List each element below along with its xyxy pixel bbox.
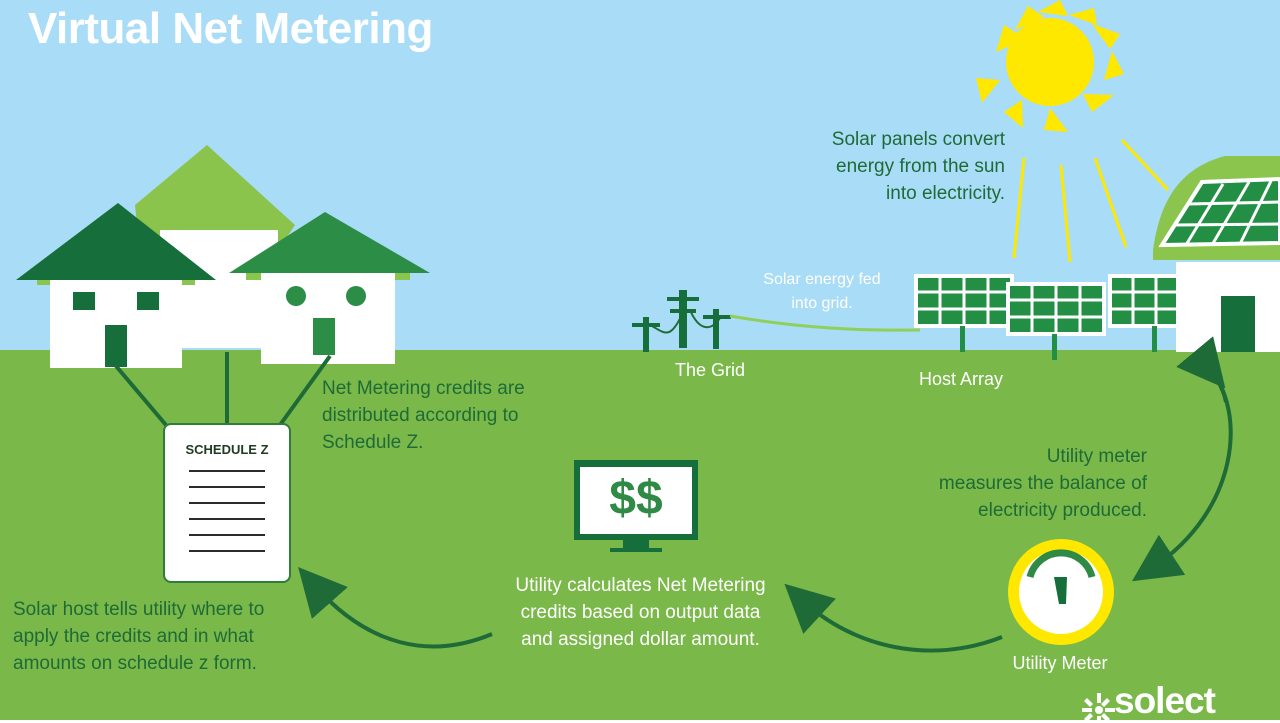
schedule-line <box>189 502 265 504</box>
connection-lines <box>114 352 332 427</box>
schedule-z-document: SCHEDULE Z <box>165 425 289 581</box>
solect-logo-icon <box>1082 693 1115 720</box>
neighbor-houses <box>16 145 430 368</box>
schedule-z-title: SCHEDULE Z <box>185 442 269 457</box>
caption-line: electricity produced. <box>978 500 1147 521</box>
caption-line: Solar panels convert <box>831 129 1005 150</box>
schedule-line <box>189 534 265 536</box>
meter-icon <box>1008 539 1114 645</box>
utility-meter-label: Utility Meter <box>1012 653 1108 673</box>
net-credits-caption: Net Metering credits are distributed acc… <box>322 375 582 456</box>
page-title: Virtual Net Metering <box>28 4 433 53</box>
hill-shape <box>135 145 295 255</box>
monitor-icon <box>574 460 698 552</box>
host-building <box>1153 156 1280 352</box>
solar-panels-caption: Solar panels convert energy from the sun… <box>779 126 1005 207</box>
caption-line: into grid. <box>791 295 853 312</box>
caption-line: amounts on schedule z form. <box>13 653 257 674</box>
house-icon <box>16 203 216 368</box>
caption-line: Utility calculates Net Metering <box>515 575 766 596</box>
caption-line: Utility meter <box>1046 446 1147 467</box>
solar-host-caption: Solar host tells utility where to apply … <box>13 596 313 677</box>
grid-label: The Grid <box>674 360 746 380</box>
utility-calculates-caption: Utility calculates Net Metering credits … <box>478 572 803 653</box>
caption-line: measures the balance of <box>938 473 1147 494</box>
solect-logo: solect <box>1078 680 1278 723</box>
caption-line: Net Metering credits are <box>322 378 525 399</box>
schedule-line <box>189 470 265 472</box>
solar-fed-caption: Solar energy fed into grid. <box>737 268 907 316</box>
caption-line: Solar energy fed <box>763 271 881 288</box>
monitor-dollar-symbol: $$ <box>609 472 663 525</box>
caption-line: apply the credits and in what <box>13 626 254 647</box>
host-array-label: Host Array <box>918 369 1004 389</box>
grid-feed-line <box>729 314 921 332</box>
schedule-line <box>189 550 265 552</box>
schedule-line <box>189 486 265 488</box>
caption-line: distributed according to <box>322 405 519 426</box>
caption-line: and assigned dollar amount. <box>521 629 760 650</box>
caption-line: into electricity. <box>886 183 1005 204</box>
schedule-line <box>189 518 265 520</box>
sun-icon <box>976 0 1170 263</box>
house-icon <box>229 212 430 364</box>
utility-meter-description: Utility meter measures the balance of el… <box>904 443 1147 524</box>
power-pole-icon <box>632 290 731 352</box>
curved-arrow-icon <box>298 336 1233 653</box>
caption-line: credits based on output data <box>520 602 761 623</box>
caption-line: energy from the sun <box>836 156 1005 177</box>
solar-panel-icon <box>1158 176 1280 248</box>
logo-text: solect <box>1114 680 1216 721</box>
caption-line: Solar host tells utility where to <box>13 599 265 620</box>
solect-logo-icon <box>1078 691 1110 723</box>
caption-line: Schedule Z. <box>322 432 424 453</box>
